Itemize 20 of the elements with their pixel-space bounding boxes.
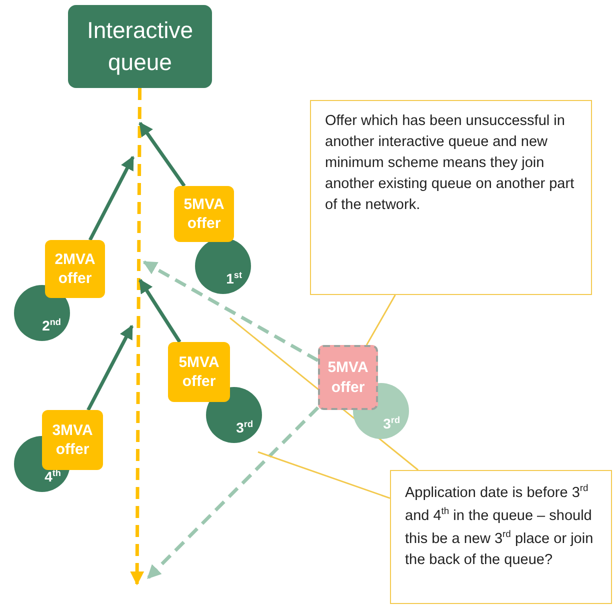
offer-box: 5MVA offer xyxy=(318,345,378,410)
dashed-arrow xyxy=(146,406,320,580)
arrow xyxy=(86,324,134,411)
offer-box: 2MVA offer xyxy=(45,240,105,298)
arrow xyxy=(138,122,186,187)
offer-box: 5MVA offer xyxy=(168,342,230,402)
arrow xyxy=(88,156,135,241)
leader-line xyxy=(258,451,390,499)
offer-box: 5MVA offer xyxy=(174,186,234,242)
dashed-arrow xyxy=(142,260,319,362)
callout-text: Offer which has been unsuccessful in another interactive queue and new minimum scheme means they join another existing queue on another part of the network. xyxy=(310,100,592,295)
leader-line xyxy=(366,294,396,346)
arrow xyxy=(138,278,182,343)
queue-box: Interactive queue xyxy=(68,5,212,88)
rank-circle: 3$^{rd}$ xyxy=(205,386,263,444)
offer-box: 3MVA offer xyxy=(42,410,103,470)
rank-circle: 1$^{st}$ xyxy=(194,237,252,295)
callout-text: Application date is before 3$^{rd}$ and 4$^{th}$ in the queue – should this be a new 3$^{rd}$ place or join the back of the queue? xyxy=(390,470,612,604)
rank-circle: 2$^{nd}$ xyxy=(13,284,71,342)
dashed-arrow xyxy=(130,88,144,586)
